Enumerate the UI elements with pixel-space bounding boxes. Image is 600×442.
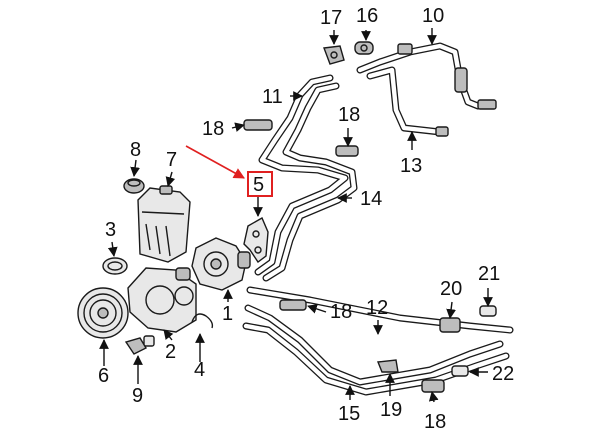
callout-6: 6 [98, 365, 109, 387]
callout-16: 16 [356, 5, 378, 27]
callout-18-a: 18 [202, 118, 224, 140]
mounting-bracket [243, 217, 269, 264]
pump-pulley [77, 287, 129, 339]
callout-21: 21 [478, 263, 500, 285]
callout-10: 10 [422, 5, 444, 27]
callout-5: 5 [253, 174, 264, 196]
highlight-box [247, 171, 273, 197]
callout-18-b: 18 [338, 104, 360, 126]
sensor-fitting [479, 305, 497, 317]
clamp-block-a [243, 119, 273, 131]
grommet [354, 41, 374, 55]
fluid-reservoir [137, 185, 191, 263]
callout-19: 19 [380, 399, 402, 421]
line-bracket [439, 317, 461, 333]
power-steering-pump [191, 237, 251, 291]
callout-18-d: 18 [424, 411, 446, 433]
clamp-block-c [279, 299, 307, 311]
callout-9: 9 [132, 385, 143, 407]
callout-18-c: 18 [330, 301, 352, 323]
callout-2: 2 [165, 341, 176, 363]
hose-clamp [191, 313, 214, 329]
pump-housing [127, 267, 197, 333]
callout-13: 13 [400, 155, 422, 177]
callout-12: 12 [366, 297, 388, 319]
clamp-block-d [421, 379, 445, 393]
callout-14: 14 [360, 188, 382, 210]
return-hose [356, 42, 497, 137]
callout-11: 11 [262, 86, 283, 108]
callout-8: 8 [130, 139, 141, 161]
callout-labels: 1 2 3 4 5 6 7 8 9 10 11 12 13 14 15 16 1… [98, 5, 514, 433]
reservoir-cap [123, 178, 145, 194]
support-bracket [377, 359, 399, 373]
callout-3: 3 [105, 219, 116, 241]
callout-15: 15 [338, 403, 360, 425]
leader-lines [99, 28, 493, 403]
callout-4: 4 [194, 359, 205, 381]
callout-7: 7 [166, 149, 177, 171]
callout-17: 17 [320, 7, 342, 29]
callout-22: 22 [492, 363, 514, 385]
callout-20: 20 [440, 278, 462, 300]
o-ring-seal [102, 257, 128, 275]
callout-1: 1 [222, 303, 233, 325]
pressure-fitting [124, 335, 155, 355]
line-clip [323, 45, 345, 65]
clamp-block-b [335, 145, 359, 157]
connector-fitting [451, 365, 469, 377]
